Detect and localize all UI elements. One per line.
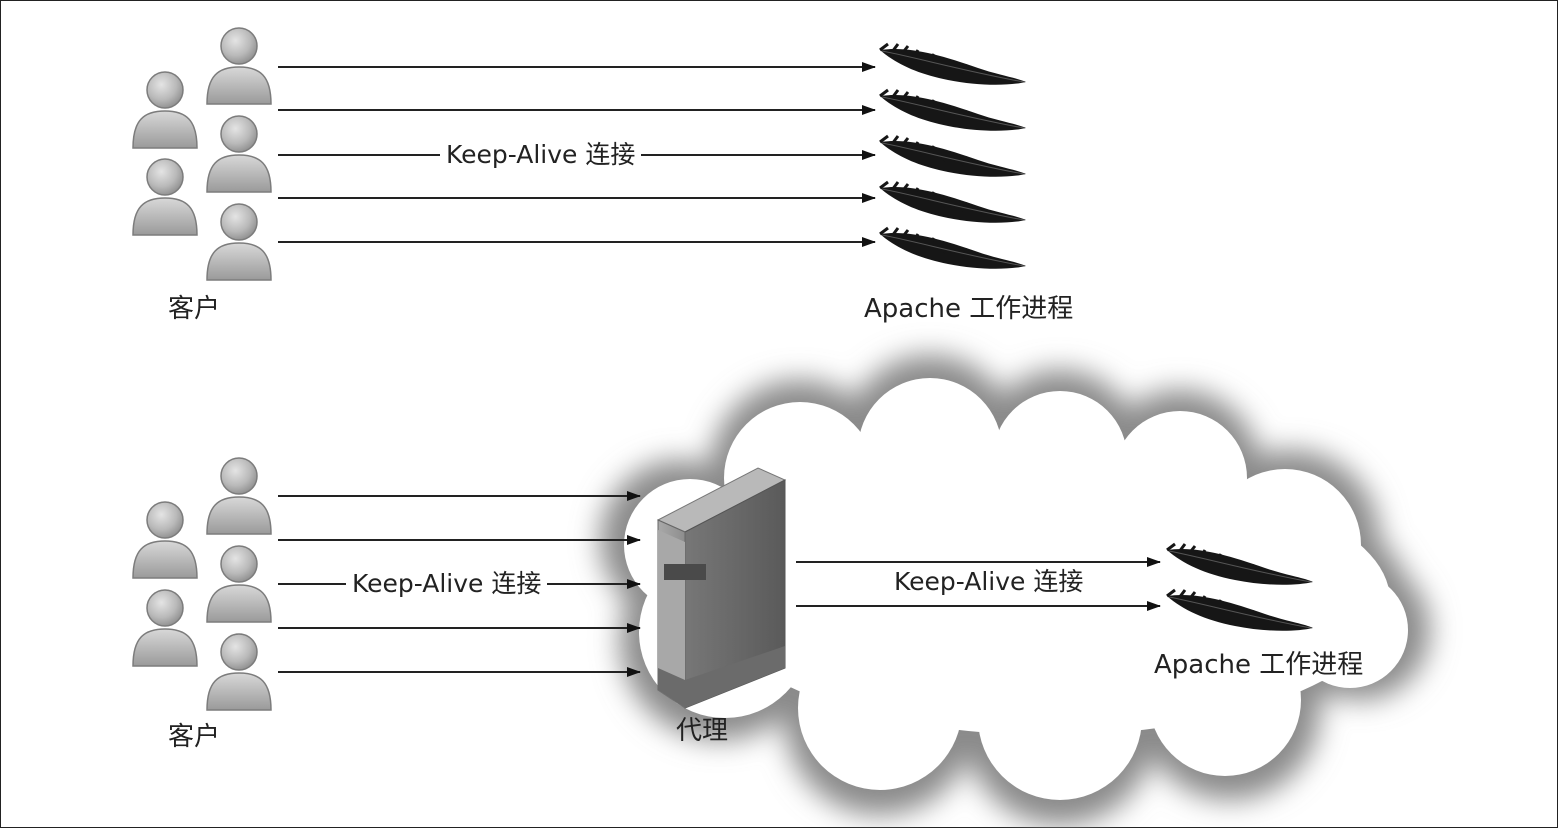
user-icon — [206, 457, 272, 535]
user-icon — [206, 545, 272, 623]
user-icon — [206, 27, 272, 105]
user-icon — [132, 501, 198, 579]
server-icon — [656, 467, 787, 709]
top-workers-label: Apache 工作进程 — [864, 294, 1074, 324]
apache-feather-icon — [878, 134, 1028, 179]
top-client-group — [132, 27, 272, 281]
user-icon — [132, 589, 198, 667]
apache-feather-icon — [878, 88, 1028, 133]
proxy-worker-connections — [796, 557, 1161, 611]
user-icon — [206, 633, 272, 711]
apache-feather-icon — [878, 226, 1028, 271]
user-icon — [206, 203, 272, 281]
client-proxy-connections — [278, 491, 641, 677]
top-worker-group — [878, 42, 1028, 271]
proxy-label: 代理 — [676, 716, 729, 746]
user-icon — [132, 158, 198, 236]
top-clients-label: 客户 — [168, 294, 221, 324]
backend-connection-label: Keep-Alive 连接 — [894, 567, 1084, 596]
bottom-clients-label: 客户 — [168, 722, 221, 752]
bottom-client-group — [132, 457, 272, 711]
bottom-workers-label: Apache 工作进程 — [1154, 650, 1364, 680]
cloud-icon — [600, 355, 1430, 825]
client-connection-label: Keep-Alive 连接 — [346, 569, 548, 599]
user-icon — [206, 115, 272, 193]
user-icon — [132, 71, 198, 149]
top-connection-label: Keep-Alive 连接 — [440, 140, 642, 170]
bottom-section — [132, 355, 1430, 825]
apache-feather-icon — [878, 180, 1028, 225]
apache-feather-icon — [878, 42, 1028, 87]
